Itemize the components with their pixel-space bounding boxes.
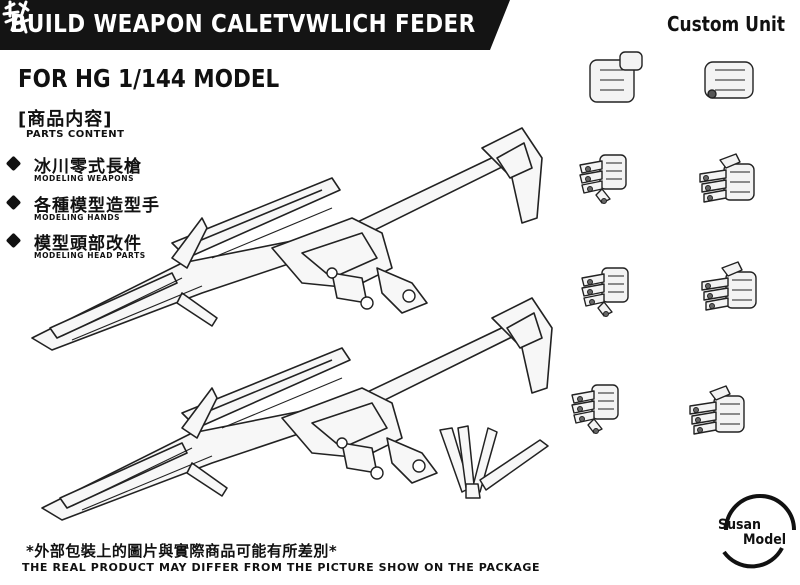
logo-text-line1: Susan: [718, 517, 762, 533]
fist-part: [589, 51, 754, 103]
open-hand-part-left-3: [571, 384, 619, 435]
open-hand-part-left-2: [581, 267, 629, 318]
brand-glyph-icon: [2, 0, 30, 34]
parts-content-heading-en: PARTS CONTENT: [26, 129, 125, 140]
open-hand-part-right-3: [689, 385, 745, 435]
content-item-en: MODELING HANDS: [34, 213, 121, 222]
content-item-en: MODELING HEAD PARTS: [34, 251, 146, 260]
content-item-cn: 冰川零式長槍: [34, 157, 142, 177]
head-antenna-part: [439, 425, 549, 499]
content-item-cn: 模型頭部改件: [34, 234, 142, 254]
title-banner: BUILD WEAPON CALETVWLICH FEDER: [0, 0, 510, 50]
content-item-en: MODELING WEAPONS: [34, 174, 135, 183]
open-hand-part-right-1: [699, 153, 755, 203]
open-hand-part-right-2: [701, 261, 757, 311]
parts-content-heading-cn: [商品内容]: [18, 109, 113, 130]
page-subtitle: FOR HG 1/144 MODEL: [18, 64, 280, 93]
logo-text-line2: Model: [743, 532, 787, 548]
custom-unit-label: Custom Unit: [667, 12, 786, 36]
disclaimer-cn: *外部包裝上的圖片與實際商品可能有所差別*: [26, 542, 338, 560]
content-item-cn: 各種模型造型手: [34, 196, 160, 216]
lance-illustration-upper: [31, 127, 543, 351]
open-hand-part-left-1: [579, 154, 627, 205]
susan-model-logo-icon: [722, 494, 796, 569]
banner-title: BUILD WEAPON CALETVWLICH FEDER: [10, 9, 476, 38]
disclaimer-en: THE REAL PRODUCT MAY DIFFER FROM THE PIC…: [22, 561, 541, 574]
